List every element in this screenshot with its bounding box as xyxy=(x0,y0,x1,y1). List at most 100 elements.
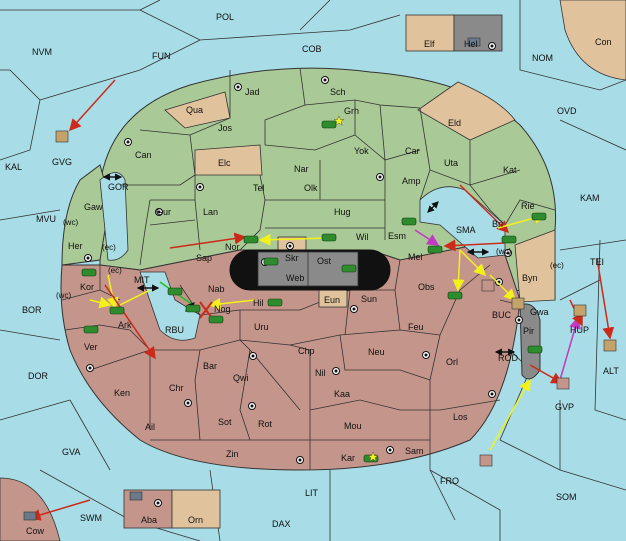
label-car: Car xyxy=(405,146,420,156)
label-sap: Sap xyxy=(196,253,212,263)
order-arrows xyxy=(28,79,615,521)
label-nil: Nil xyxy=(315,368,326,378)
label-ark: Ark xyxy=(118,320,132,330)
label-hup: HUP xyxy=(570,325,589,335)
label-lan: Lan xyxy=(203,207,218,217)
region-eld[interactable] xyxy=(417,81,516,141)
label-ec-byn: (ec) xyxy=(550,261,564,270)
label-cob: COB xyxy=(302,44,322,54)
label-neu: Neu xyxy=(368,347,385,357)
region-elf[interactable] xyxy=(405,14,455,52)
label-nar: Nar xyxy=(294,164,309,174)
label-elc: Elc xyxy=(218,158,231,168)
label-gur: Gur xyxy=(156,207,171,217)
sea-sma xyxy=(419,186,506,259)
star-markers xyxy=(333,115,379,462)
army-units-green[interactable] xyxy=(81,120,547,463)
label-ec-her: (ec) xyxy=(102,243,116,252)
label-cow: Cow xyxy=(26,526,45,536)
label-pol: POL xyxy=(216,12,234,22)
label-skr: Skr xyxy=(285,253,299,263)
label-gvg: GVG xyxy=(52,157,72,167)
label-rie: Rie xyxy=(521,201,535,211)
label-yok: Yok xyxy=(354,146,369,156)
label-rot: Rot xyxy=(258,419,273,429)
label-swm: SWM xyxy=(80,513,102,523)
label-rod: ROD xyxy=(498,353,519,363)
label-chr: Chr xyxy=(169,383,184,393)
label-wc-her: (wc) xyxy=(63,218,78,227)
sea-gor-channel xyxy=(99,172,129,261)
supply-centers xyxy=(84,42,523,507)
red-region-borders xyxy=(61,259,521,470)
label-chp: Chp xyxy=(298,346,315,356)
label-dax: DAX xyxy=(272,519,291,529)
label-buc: BUC xyxy=(492,310,512,320)
label-wil: Wil xyxy=(356,232,369,242)
label-gor: GOR xyxy=(108,182,129,192)
label-lit: LIT xyxy=(305,488,319,498)
label-fro: FRO xyxy=(440,476,459,486)
label-mit: MIT xyxy=(134,275,150,285)
label-mel: Mel xyxy=(408,252,423,262)
label-kar: Kar xyxy=(341,453,355,463)
label-sun: Sun xyxy=(361,294,377,304)
label-dor: DOR xyxy=(28,371,49,381)
label-esm: Esm xyxy=(388,231,406,241)
label-gaw: Gaw xyxy=(84,202,103,212)
label-nvm: NVM xyxy=(32,47,52,57)
label-bor: BOR xyxy=(22,305,42,315)
label-aba: Aba xyxy=(141,515,157,525)
label-jos: Jos xyxy=(218,123,233,133)
region-elc[interactable] xyxy=(194,144,263,176)
label-eld: Eld xyxy=(448,118,461,128)
label-kat: Kat xyxy=(503,165,517,175)
label-gvp: GVP xyxy=(555,402,574,412)
label-con: Con xyxy=(595,37,612,47)
label-ver: Ver xyxy=(84,342,98,352)
label-qwi: Qwi xyxy=(233,373,249,383)
red-territory xyxy=(60,239,521,471)
label-mou: Mou xyxy=(344,421,362,431)
label-ken: Ken xyxy=(114,388,130,398)
label-wc-byn: (wc) xyxy=(496,247,511,256)
label-bri: Bri xyxy=(492,219,503,229)
label-uta: Uta xyxy=(444,158,458,168)
label-ec-kor: (ec) xyxy=(108,266,122,275)
label-her: Her xyxy=(68,241,83,251)
label-ost: Ost xyxy=(317,256,332,266)
label-nog: Nog xyxy=(214,304,231,314)
label-amp: Amp xyxy=(402,176,421,186)
region-byn[interactable] xyxy=(514,229,556,303)
label-nom: NOM xyxy=(532,53,553,63)
label-ail: Ail xyxy=(145,422,155,432)
label-gva: GVA xyxy=(62,447,80,457)
label-los: Los xyxy=(453,412,468,422)
label-zin: Zin xyxy=(226,449,239,459)
label-feu: Feu xyxy=(408,322,424,332)
label-sam: Sam xyxy=(405,446,424,456)
label-bar: Bar xyxy=(203,361,217,371)
region-labels: POL NVM FUN COB NOM Elf Hel Con OVD KAM … xyxy=(5,12,619,536)
label-alt: ALT xyxy=(603,366,619,376)
label-obs: Obs xyxy=(418,282,435,292)
label-ovd: OVD xyxy=(557,106,577,116)
fleet-units[interactable] xyxy=(23,37,617,521)
label-sot: Sot xyxy=(218,417,232,427)
label-mvu: MVU xyxy=(36,214,56,224)
label-elf: Elf xyxy=(424,39,435,49)
label-wc-kor: (wc) xyxy=(56,291,71,300)
region-orn[interactable] xyxy=(171,489,221,529)
label-can: Can xyxy=(135,150,152,160)
label-orn: Orn xyxy=(188,515,203,525)
label-hel: Hel xyxy=(464,39,478,49)
label-som: SOM xyxy=(556,492,577,502)
label-byn: Byn xyxy=(522,273,538,283)
label-hil: Hil xyxy=(253,298,264,308)
label-olk: Olk xyxy=(304,183,318,193)
label-sch: Sch xyxy=(330,87,346,97)
label-gwa: Gwa xyxy=(530,307,549,317)
label-kam: KAM xyxy=(580,193,600,203)
label-kaa: Kaa xyxy=(334,389,350,399)
